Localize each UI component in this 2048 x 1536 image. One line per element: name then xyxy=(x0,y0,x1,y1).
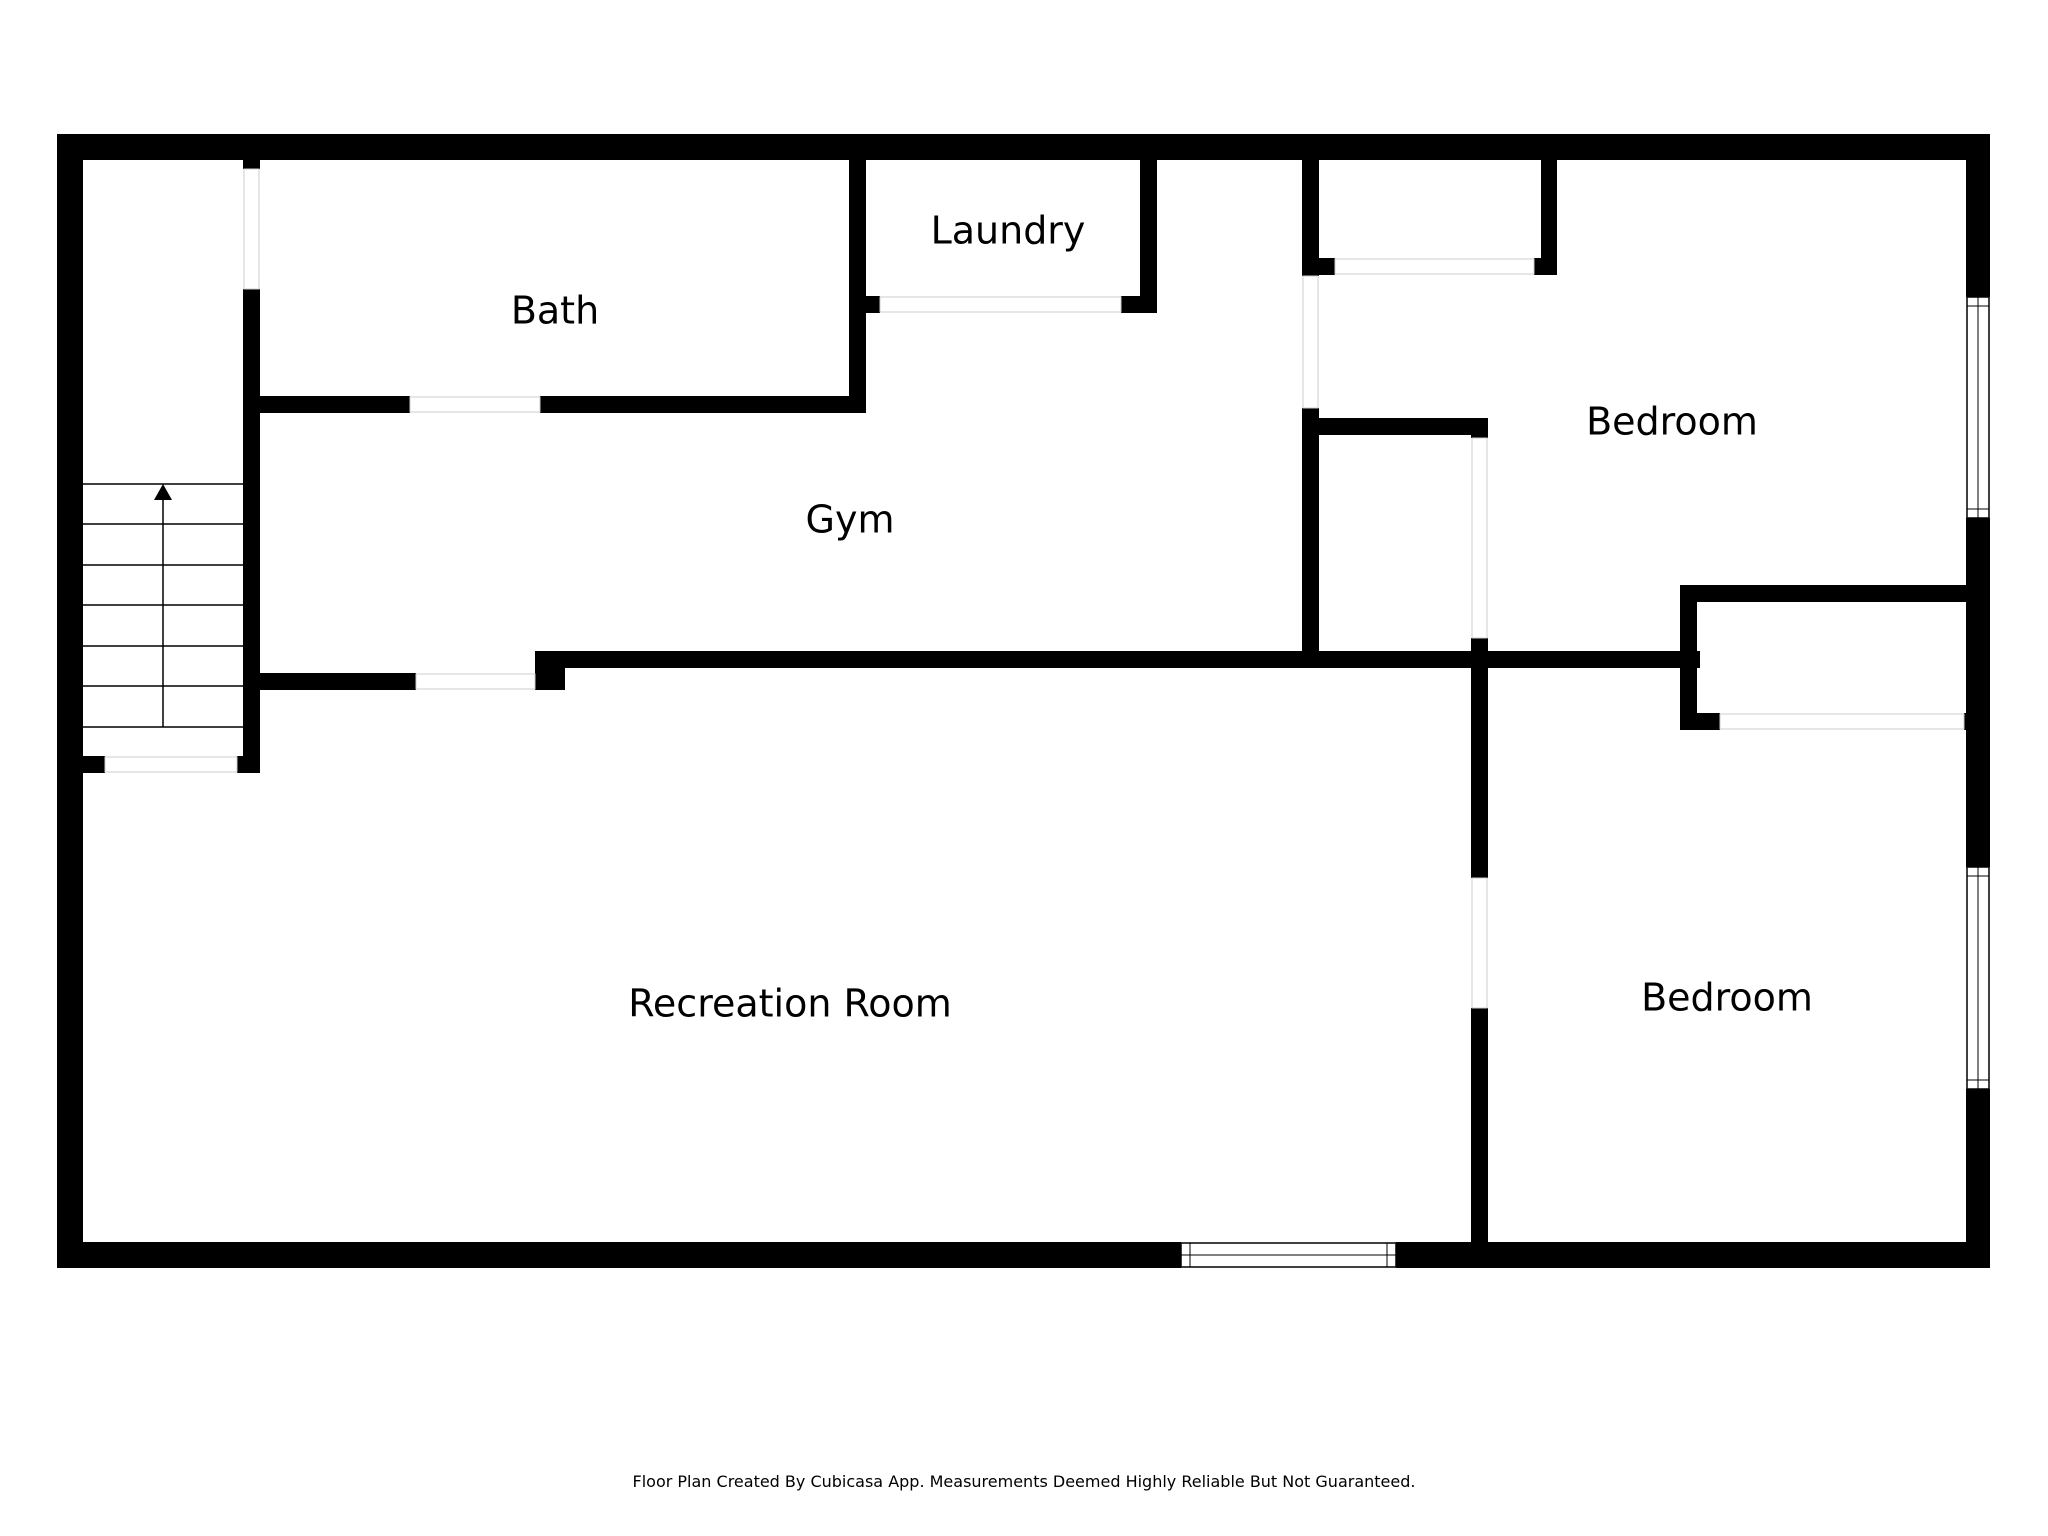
room-label-laundry: Laundry xyxy=(931,209,1086,253)
outer-wall-top xyxy=(57,134,1990,160)
door-stair-bottom xyxy=(104,756,238,773)
outer-wall-bottom-left xyxy=(57,1242,1181,1268)
door-bedroom-closet-lower xyxy=(1719,713,1965,730)
room-label-recreation-room: Recreation Room xyxy=(628,982,952,1026)
wall-inner-closet-right-stub xyxy=(1471,418,1488,438)
staircase xyxy=(83,483,243,728)
door-bedroom-closet-upper xyxy=(1334,258,1535,275)
door-laundry xyxy=(879,296,1122,313)
wall-laundry-bottom-left xyxy=(866,296,880,313)
footer-disclaimer: Floor Plan Created By Cubicasa App. Meas… xyxy=(632,1472,1416,1491)
wall-closet-right xyxy=(1541,160,1557,275)
stair-arrow-icon xyxy=(154,484,172,500)
wall-laundry-right xyxy=(1140,160,1157,313)
door-bath-entry xyxy=(243,168,260,290)
wall-gym-bottom-long xyxy=(549,651,1700,668)
room-label-bedroom-lower: Bedroom xyxy=(1641,976,1813,1020)
outer-wall-left xyxy=(57,134,83,1268)
outer-walls xyxy=(57,134,1990,1268)
wall-bedroom-closet-bottom-right xyxy=(1964,713,1990,730)
wall-stair-bottom-right xyxy=(237,756,260,773)
wall-bedroom-divider-upper xyxy=(1471,638,1488,878)
wall-gym-bottom-left xyxy=(260,673,416,690)
room-label-bedroom-upper: Bedroom xyxy=(1586,400,1758,444)
wall-bath-right xyxy=(849,160,866,413)
window-bedroom-upper xyxy=(1966,296,1990,519)
wall-stair-right xyxy=(243,289,260,773)
door-openings xyxy=(104,168,1965,1009)
outer-wall-right-1 xyxy=(1966,134,1990,297)
room-label-bath: Bath xyxy=(511,289,599,333)
wall-bedroom-closet-top xyxy=(1680,585,1990,602)
wall-closet-bottom-left xyxy=(1319,258,1335,275)
door-gym-bedroom xyxy=(1302,275,1319,409)
wall-closet-left-lower xyxy=(1302,408,1319,668)
interior-walls xyxy=(83,160,1990,1268)
door-rec-bedroom xyxy=(1471,877,1488,1009)
wall-bath-bottom-left xyxy=(260,396,410,413)
outer-wall-bottom-right xyxy=(1396,1242,1990,1268)
wall-stair-top-stub xyxy=(243,160,260,169)
wall-bedroom-closet-bottom-left xyxy=(1697,713,1720,730)
door-inner-closet xyxy=(1471,437,1488,639)
outer-wall-right-3 xyxy=(1966,1089,1990,1268)
wall-inner-closet-top xyxy=(1319,418,1488,435)
door-bath-gym xyxy=(409,396,541,413)
room-labels: Bath Laundry Gym Bedroom Bedroom Recreat… xyxy=(511,209,1813,1026)
wall-bedroom-closet-left xyxy=(1680,585,1697,730)
wall-bath-bottom-right xyxy=(540,396,866,413)
window-bedroom-lower xyxy=(1966,866,1990,1090)
wall-closet-left-upper xyxy=(1302,160,1319,276)
wall-stair-bottom-left xyxy=(83,756,105,773)
window-recreation-room xyxy=(1180,1242,1397,1268)
windows xyxy=(1180,296,1990,1268)
door-gym-rec xyxy=(415,673,536,690)
room-label-gym: Gym xyxy=(806,498,895,542)
wall-bedroom-divider-lower xyxy=(1471,1008,1488,1268)
outer-wall-right-2 xyxy=(1966,518,1990,867)
